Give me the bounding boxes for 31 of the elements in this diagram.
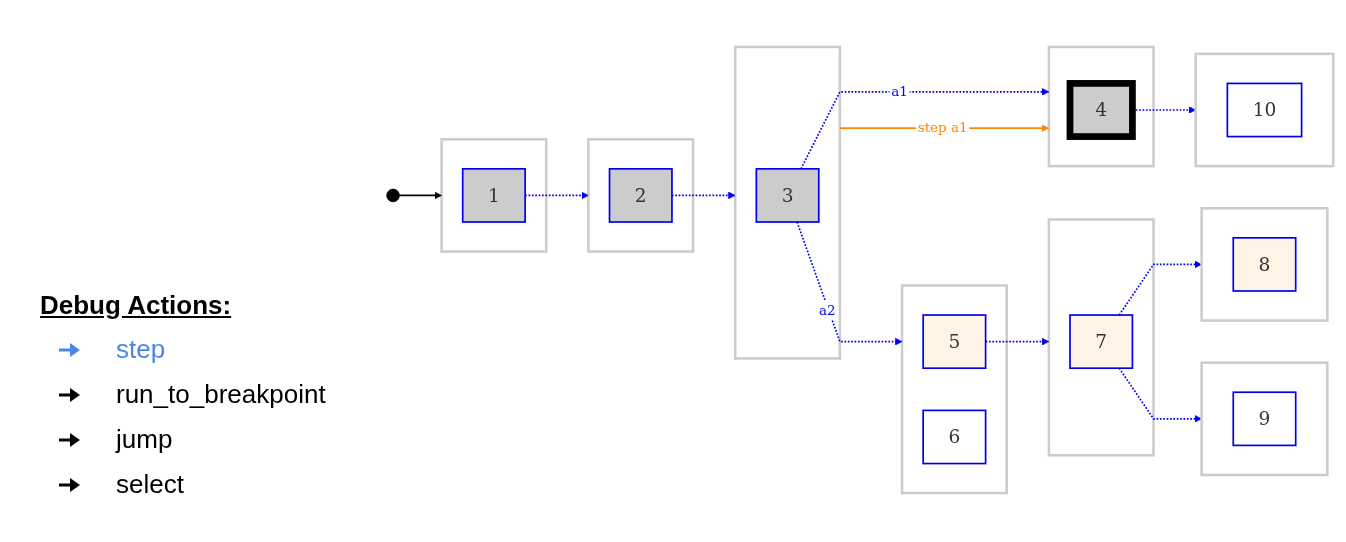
node-circle [386, 188, 400, 203]
legend-heading: Debug Actions: [40, 290, 232, 321]
node-box: 3 [755, 168, 820, 223]
node-box: 10 [1226, 82, 1303, 138]
arrow [1118, 367, 1202, 423]
cluster [1194, 52, 1335, 168]
cluster [587, 138, 695, 253]
cluster [1200, 361, 1329, 477]
edge-label: a1 [891, 82, 908, 99]
cluster [1200, 207, 1329, 322]
cluster [1047, 218, 1155, 457]
cluster [733, 45, 842, 360]
cluster [900, 284, 1008, 495]
node-box: 1 [461, 168, 526, 223]
node-box: 8 [1232, 237, 1297, 292]
node-box: 6 [922, 409, 987, 465]
arrow [1118, 260, 1202, 316]
legend-text: run_to_breakpoint [116, 379, 326, 410]
legend-text: step [116, 334, 166, 365]
cluster [440, 138, 548, 253]
legend-text: select [116, 469, 184, 500]
node-box: 5 [922, 314, 987, 370]
arrow [398, 191, 442, 200]
node-box: 2 [608, 168, 673, 223]
legend-text: jump [116, 424, 173, 455]
node-box: 7 [1069, 314, 1134, 370]
node-box: 4 [1066, 80, 1136, 140]
node-box: 9 [1232, 391, 1297, 447]
edge-label: a2 [818, 301, 836, 318]
cluster [1047, 45, 1155, 168]
edge-label: step a1 [917, 118, 968, 135]
